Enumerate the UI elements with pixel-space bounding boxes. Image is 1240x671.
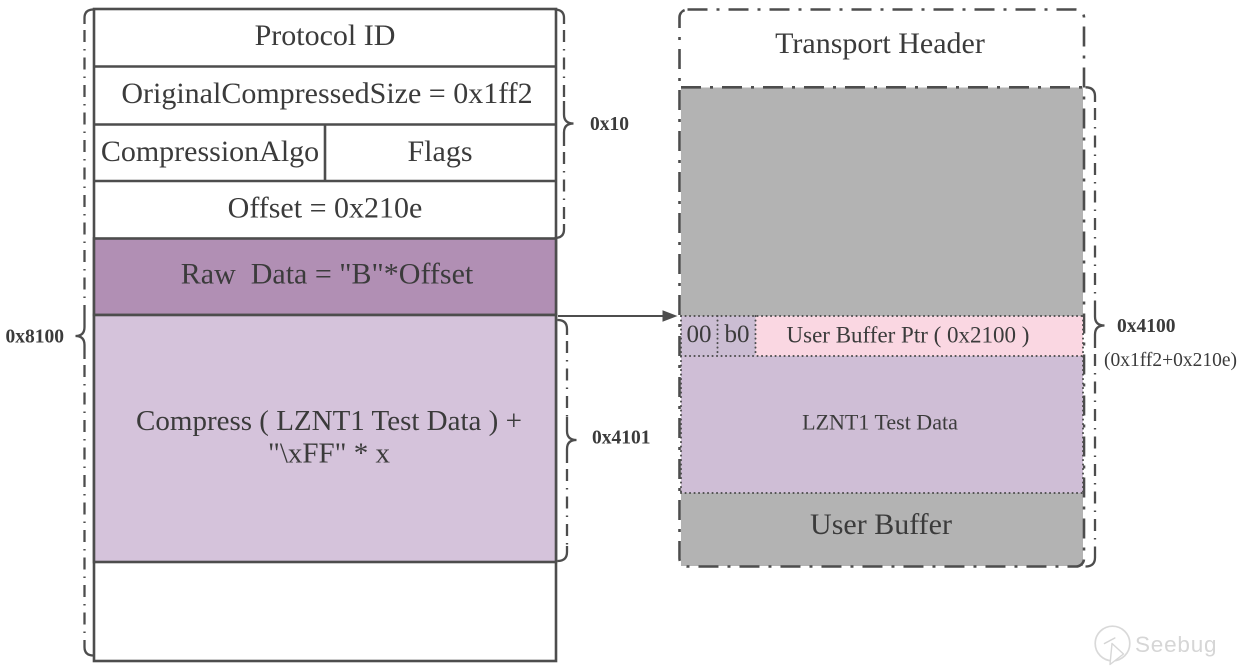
svg-text:00: 00 (687, 321, 712, 348)
svg-text:User Buffer: User Buffer (810, 508, 952, 541)
svg-text:Offset = 0x210e: Offset = 0x210e (228, 192, 423, 225)
svg-text:Flags: Flags (407, 135, 472, 168)
svg-text:b0: b0 (725, 321, 750, 348)
svg-text:LZNT1 Test Data: LZNT1 Test Data (802, 410, 958, 435)
svg-text:Protocol ID: Protocol ID (255, 19, 396, 52)
svg-text:0x10: 0x10 (590, 114, 629, 135)
svg-text:Transport Header: Transport Header (775, 27, 985, 60)
svg-text:User Buffer Ptr ( 0x2100 ): User Buffer Ptr ( 0x2100 ) (787, 323, 1030, 348)
svg-text:CompressionAlgo: CompressionAlgo (101, 135, 319, 168)
svg-text:(0x1ff2+0x210e): (0x1ff2+0x210e) (1104, 350, 1237, 371)
svg-text:"\xFF" * x: "\xFF" * x (268, 438, 390, 470)
svg-text:Compress ( LZNT1 Test Data ) +: Compress ( LZNT1 Test Data ) + (136, 405, 522, 437)
svg-text:Seebug: Seebug (1135, 632, 1217, 657)
svg-text:0x8100: 0x8100 (6, 327, 65, 348)
svg-text:0x4100: 0x4100 (1117, 316, 1176, 337)
svg-text:0x4101: 0x4101 (592, 428, 651, 449)
svg-text:Raw Data = "B"*Offset: Raw Data = "B"*Offset (181, 258, 474, 291)
svg-text:OriginalCompressedSize = 0x1ff: OriginalCompressedSize = 0x1ff2 (121, 77, 532, 110)
